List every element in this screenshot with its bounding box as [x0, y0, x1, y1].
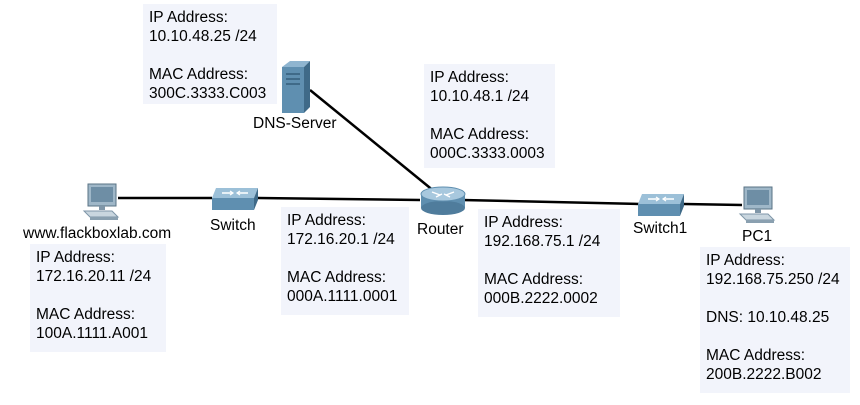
router-left-mac-value: 000A.1111.0001: [287, 288, 398, 305]
dns-server-label: DNS-Server: [253, 115, 337, 132]
switch1-icon[interactable]: [634, 192, 688, 218]
web-host-info-box: IP Address: 172.16.20.11 /24 MAC Address…: [30, 244, 166, 352]
web-mac-label: MAC Address:: [36, 306, 136, 323]
web-ip-label: IP Address:: [36, 249, 115, 266]
web-mac-value: 100A.1111.A001: [36, 325, 149, 342]
dns-mac-value: 300C.3333.C003: [149, 85, 267, 102]
router-label: Router: [417, 221, 464, 238]
router-wan-ip-value: 10.10.48.1 /24: [430, 88, 530, 105]
dns-ip-label: IP Address:: [149, 9, 228, 26]
router-wan-info-box: IP Address: 10.10.48.1 /24 MAC Address: …: [424, 64, 555, 168]
web-ip-value: 172.16.20.11 /24: [36, 268, 152, 285]
router-right-mac-label: MAC Address:: [484, 271, 584, 288]
router-right-info-box: IP Address: 192.168.75.1 /24 MAC Address…: [478, 209, 620, 317]
pc1-ip-value: 192.168.75.250 /24: [706, 271, 840, 288]
link-switch-router: [257, 196, 421, 202]
pc1-mac-label: MAC Address:: [706, 347, 806, 364]
pc1-label: PC1: [742, 228, 773, 245]
switch-label: Switch: [210, 217, 256, 234]
router-left-mac-label: MAC Address:: [287, 269, 387, 286]
router-wan-mac-label: MAC Address:: [430, 126, 530, 143]
computer-icon[interactable]: [82, 183, 120, 223]
pc1-mac-value: 200B.2222.B002: [706, 366, 822, 383]
dns-ip-value: 10.10.48.25 /24: [149, 28, 257, 45]
web-host-label: www.flackboxlab.com: [23, 225, 172, 242]
pc1-dns-value: DNS: 10.10.48.25: [706, 309, 830, 326]
pc1-ip-label: IP Address:: [706, 252, 785, 269]
server-icon[interactable]: [280, 59, 310, 113]
router-left-ip-value: 172.16.20.1 /24: [287, 231, 395, 248]
link-dns-router: [309, 89, 441, 197]
pc1-info-box: IP Address: 192.168.75.250 /24 DNS: 10.1…: [700, 247, 850, 393]
router-right-mac-value: 000B.2222.0002: [484, 290, 598, 307]
router-icon[interactable]: [420, 186, 466, 216]
router-wan-ip-label: IP Address:: [430, 69, 509, 86]
router-right-ip-value: 192.168.75.1 /24: [484, 233, 601, 250]
link-switch1-pc1: [683, 202, 743, 207]
dns-server-info-box: IP Address: 10.10.48.25 /24 MAC Address:…: [143, 4, 277, 104]
pc1-computer-icon[interactable]: [738, 186, 776, 226]
link-router-switch1: [461, 198, 641, 206]
router-wan-mac-value: 000C.3333.0003: [430, 145, 545, 162]
switch1-label: Switch1: [633, 220, 688, 237]
router-right-ip-label: IP Address:: [484, 214, 563, 231]
dns-mac-label: MAC Address:: [149, 66, 249, 83]
router-left-ip-label: IP Address:: [287, 212, 366, 229]
switch-icon[interactable]: [208, 186, 262, 212]
router-left-info-box: IP Address: 172.16.20.1 /24 MAC Address:…: [281, 207, 409, 315]
